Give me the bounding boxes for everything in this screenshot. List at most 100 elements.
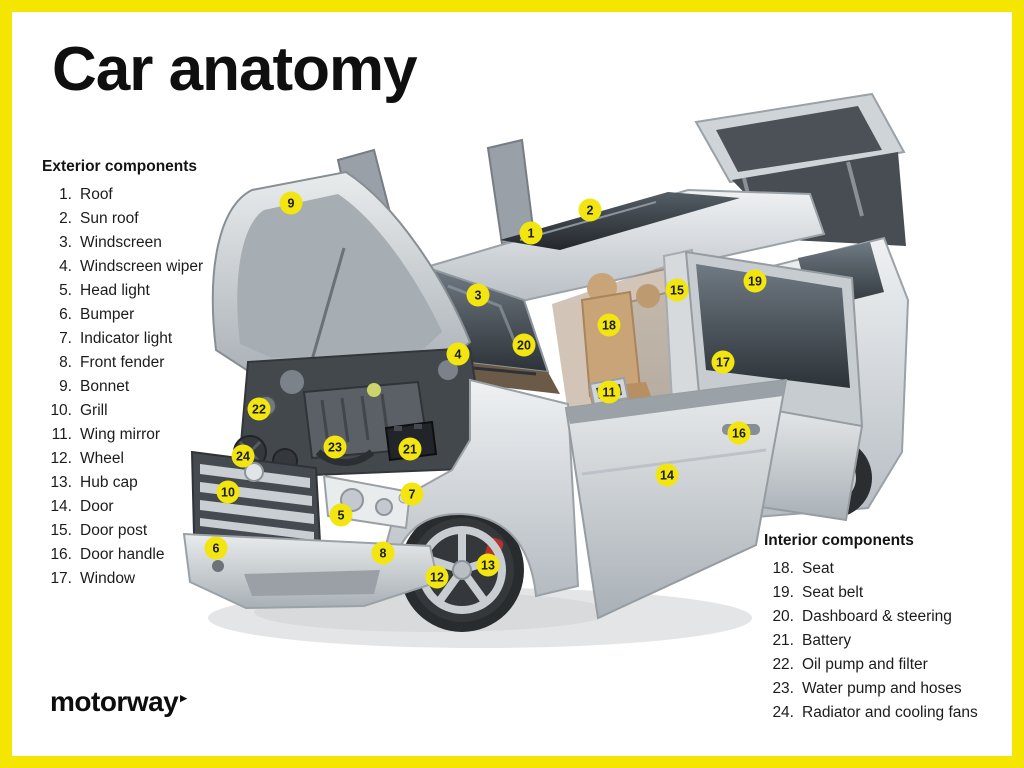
component-list-item: 10. Grill (42, 399, 203, 423)
component-list-item: 17. Window (42, 567, 203, 591)
component-number: 3. (59, 234, 72, 251)
component-list-item: 4. Windscreen wiper (42, 255, 203, 279)
component-list-item: 9. Bonnet (42, 375, 203, 399)
component-number: 11. (51, 426, 72, 443)
component-list-item: 3. Windscreen (42, 231, 203, 255)
component-label: Dashboard & steering (802, 608, 952, 625)
component-label: Bonnet (80, 378, 130, 395)
component-number: 7. (59, 330, 72, 347)
brand-arrow-icon: ▸ (180, 690, 187, 705)
component-list-item: 13. Hub cap (42, 471, 203, 495)
component-list-item: 16. Door handle (42, 543, 203, 567)
component-list-item: 19. Seat belt (764, 581, 978, 605)
component-label: Windscreen wiper (80, 258, 204, 275)
component-number: 19. (772, 584, 794, 601)
component-number: 2. (59, 210, 72, 227)
component-label: Head light (80, 282, 150, 299)
interior-heading: Interior components (764, 532, 914, 549)
component-list-item: 11. Wing mirror (42, 423, 203, 447)
component-number: 5. (59, 282, 72, 299)
component-label: Front fender (80, 354, 165, 371)
component-list-item: 24. Radiator and cooling fans (764, 701, 977, 725)
coolant-hose (315, 449, 375, 466)
headlight (322, 474, 412, 530)
component-label: Window (80, 570, 136, 587)
interior-items: 18. Seat 19. Seat belt 20. Dashboard & s… (764, 557, 978, 725)
component-list-item: 8. Front fender (42, 351, 203, 375)
component-label: Wing mirror (80, 426, 161, 443)
oil-filler-cap (255, 395, 277, 417)
sunroof-glass (500, 192, 740, 250)
component-list-item: 20. Dashboard & steering (764, 605, 978, 629)
front-wheel (400, 508, 524, 632)
brand-wordmark: motorway (50, 686, 179, 717)
door-handle (722, 424, 760, 435)
component-label: Seat belt (802, 584, 864, 601)
brand-logo: motorway ▸ (50, 686, 187, 718)
component-label: Seat (802, 560, 834, 577)
component-list-item: 18. Seat (764, 557, 978, 581)
component-list-item: 7. Indicator light (42, 327, 203, 351)
component-list-item: 1. Roof (42, 183, 203, 207)
component-list-item: 12. Wheel (42, 447, 203, 471)
battery (384, 420, 438, 462)
bonnet-open (211, 170, 472, 382)
component-number: 20. (772, 608, 794, 625)
component-number: 17. (50, 570, 72, 587)
component-label: Door post (80, 522, 148, 539)
interior-components-list: Interior components 18. Seat 19. Seat be… (764, 532, 978, 725)
component-number: 9. (59, 378, 72, 395)
component-number: 18. (772, 560, 794, 577)
component-list-item: 21. Battery (764, 629, 978, 653)
component-label: Door (80, 498, 114, 515)
component-label: Indicator light (80, 330, 173, 347)
component-list-item: 15. Door post (42, 519, 203, 543)
rear-door-window (696, 264, 850, 388)
component-number: 16. (50, 546, 72, 563)
component-number: 13. (50, 474, 72, 491)
component-list-item: 22. Oil pump and filter (764, 653, 978, 677)
hub-cap (452, 560, 472, 580)
component-number: 23. (772, 680, 794, 697)
engine-bay (233, 346, 490, 480)
component-number: 24. (772, 704, 794, 721)
indicator-light (398, 492, 410, 504)
component-label: Roof (80, 186, 113, 203)
component-label: Hub cap (80, 474, 138, 491)
component-number: 4. (59, 258, 72, 275)
roof (428, 188, 826, 314)
component-label: Bumper (80, 306, 135, 323)
front-door-open (564, 378, 788, 620)
component-number: 21. (772, 632, 794, 649)
component-label: Sun roof (80, 210, 139, 227)
component-label: Door handle (80, 546, 165, 563)
component-label: Oil pump and filter (802, 656, 928, 673)
component-list-item: 23. Water pump and hoses (764, 677, 978, 701)
component-list-item: 2. Sun roof (42, 207, 203, 231)
component-number: 6. (59, 306, 72, 323)
component-number: 12. (50, 450, 72, 467)
page-title: Car anatomy (52, 35, 418, 104)
component-number: 14. (50, 498, 72, 515)
exterior-heading: Exterior components (42, 158, 198, 175)
bonnet-prop-rod (310, 247, 346, 361)
component-number: 10. (50, 402, 72, 419)
component-number: 15. (50, 522, 72, 539)
brand-badge (244, 462, 264, 482)
component-list-item: 5. Head light (42, 279, 203, 303)
exterior-components-list: Exterior components 1. Roof 2. Sun roof … (42, 158, 203, 591)
component-number: 8. (59, 354, 72, 371)
component-label: Wheel (80, 450, 124, 467)
component-number: 1. (59, 186, 72, 203)
component-list-item: 14. Door (42, 495, 203, 519)
component-label: Battery (802, 632, 852, 649)
component-list-item: 6. Bumper (42, 303, 203, 327)
component-number: 22. (772, 656, 794, 673)
exterior-items: 1. Roof 2. Sun roof 3. Windscreen 4 (42, 183, 203, 591)
front-grill (190, 450, 322, 544)
component-label: Grill (80, 402, 108, 419)
component-label: Windscreen (80, 234, 162, 251)
component-label: Water pump and hoses (802, 680, 962, 697)
